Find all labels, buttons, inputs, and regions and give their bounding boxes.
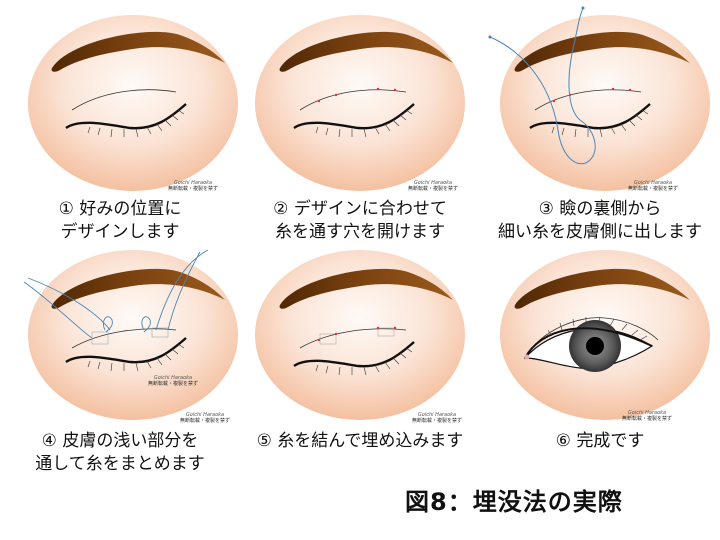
lash-line <box>65 103 187 130</box>
eyelashes <box>551 109 649 138</box>
eyelashes <box>315 109 413 138</box>
watermark: Goichi Haraoka 無断転載・複製を禁ず <box>168 180 219 192</box>
lash-line <box>293 341 415 368</box>
watermark: Goichi Haraoka 無断転載・複製を禁ず <box>412 412 463 424</box>
eyebrow <box>514 268 690 309</box>
open-eye-result-illustration <box>500 250 710 420</box>
eyebrow <box>51 268 225 309</box>
step-2-panel: Goichi Haraoka 無断転載・複製を禁ず ② デザインに合わせて 糸を… <box>240 0 480 270</box>
figure-title: 図8：埋没法の実際 <box>405 488 623 516</box>
step-3-caption: ③ 瞼の裏側から 細い糸を皮膚側に出します <box>498 199 702 242</box>
design-line <box>71 328 177 349</box>
watermark: Goichi Haraoka 無断転載・複製を禁ず <box>628 180 679 192</box>
suture-threads <box>23 250 209 339</box>
thread-knotting-illustration <box>23 250 238 420</box>
upper-lash-line <box>524 327 653 359</box>
eyebrow <box>514 31 690 72</box>
step-5-caption: ⑤ 糸を結んで埋め込みます <box>256 431 464 451</box>
design-line <box>71 89 177 111</box>
watermark: Goichi Haraoka 無断転載・複製を禁ず <box>408 180 459 192</box>
step-1-caption: ① 好みの位置に デザインします <box>58 199 182 242</box>
suture-thread <box>489 7 596 165</box>
eyebrow <box>279 268 453 309</box>
incision-marks <box>317 87 397 103</box>
eyebrow <box>51 31 225 72</box>
lash-line <box>65 337 187 364</box>
needle-tips <box>488 6 585 39</box>
eyelashes <box>87 109 185 138</box>
incision-marks <box>317 326 397 342</box>
buried-knots <box>319 327 395 345</box>
lash-line <box>293 103 415 130</box>
step-5-panel: Goichi Haraoka 無断転載・複製を禁ず ⑤ 糸を結んで埋め込みます <box>240 250 480 520</box>
watermark-inner: Goichi Haraoka 無断転載・複製を禁ず <box>148 375 199 387</box>
eyelashes <box>87 343 185 372</box>
pupil <box>586 337 604 355</box>
watermark: Goichi Haraoka 無断転載・複製を禁ず <box>180 412 231 424</box>
step-6-caption: ⑥ 完成です <box>555 431 645 451</box>
design-line <box>534 89 642 111</box>
eyebrow <box>279 31 453 72</box>
step-4-panel: Goichi Haraoka 無断転載・複製を禁ず Goichi Haraoka… <box>0 250 240 520</box>
step-1-panel: Goichi Haraoka 無断転載・複製を禁ず ① 好みの位置に デザインし… <box>0 0 240 270</box>
double-eyelid-fold <box>524 317 659 359</box>
design-line <box>299 89 407 111</box>
step-4-caption: ④ 皮膚の浅い部分を 通して糸をまとめます <box>35 431 205 474</box>
closed-eye-illustration <box>28 15 238 191</box>
step-3-panel: Goichi Haraoka 無断転載・複製を禁ず ③ 瞼の裏側から 細い糸を皮… <box>480 0 720 270</box>
eyelashes <box>547 316 648 341</box>
thread-insertion-illustration <box>488 6 710 191</box>
tear-duct <box>524 354 530 360</box>
buried-suture-illustration <box>255 250 465 420</box>
closed-eye-with-marks-illustration <box>255 15 465 191</box>
watermark: Goichi Haraoka 無断転載・複製を禁ず <box>622 410 673 422</box>
lash-line <box>529 103 651 130</box>
step-6-panel: Goichi Haraoka 無断転載・複製を禁ず ⑥ 完成です <box>480 250 720 520</box>
step-2-caption: ② デザインに合わせて 糸を通す穴を開けます <box>273 199 447 242</box>
eyelashes <box>315 347 413 376</box>
